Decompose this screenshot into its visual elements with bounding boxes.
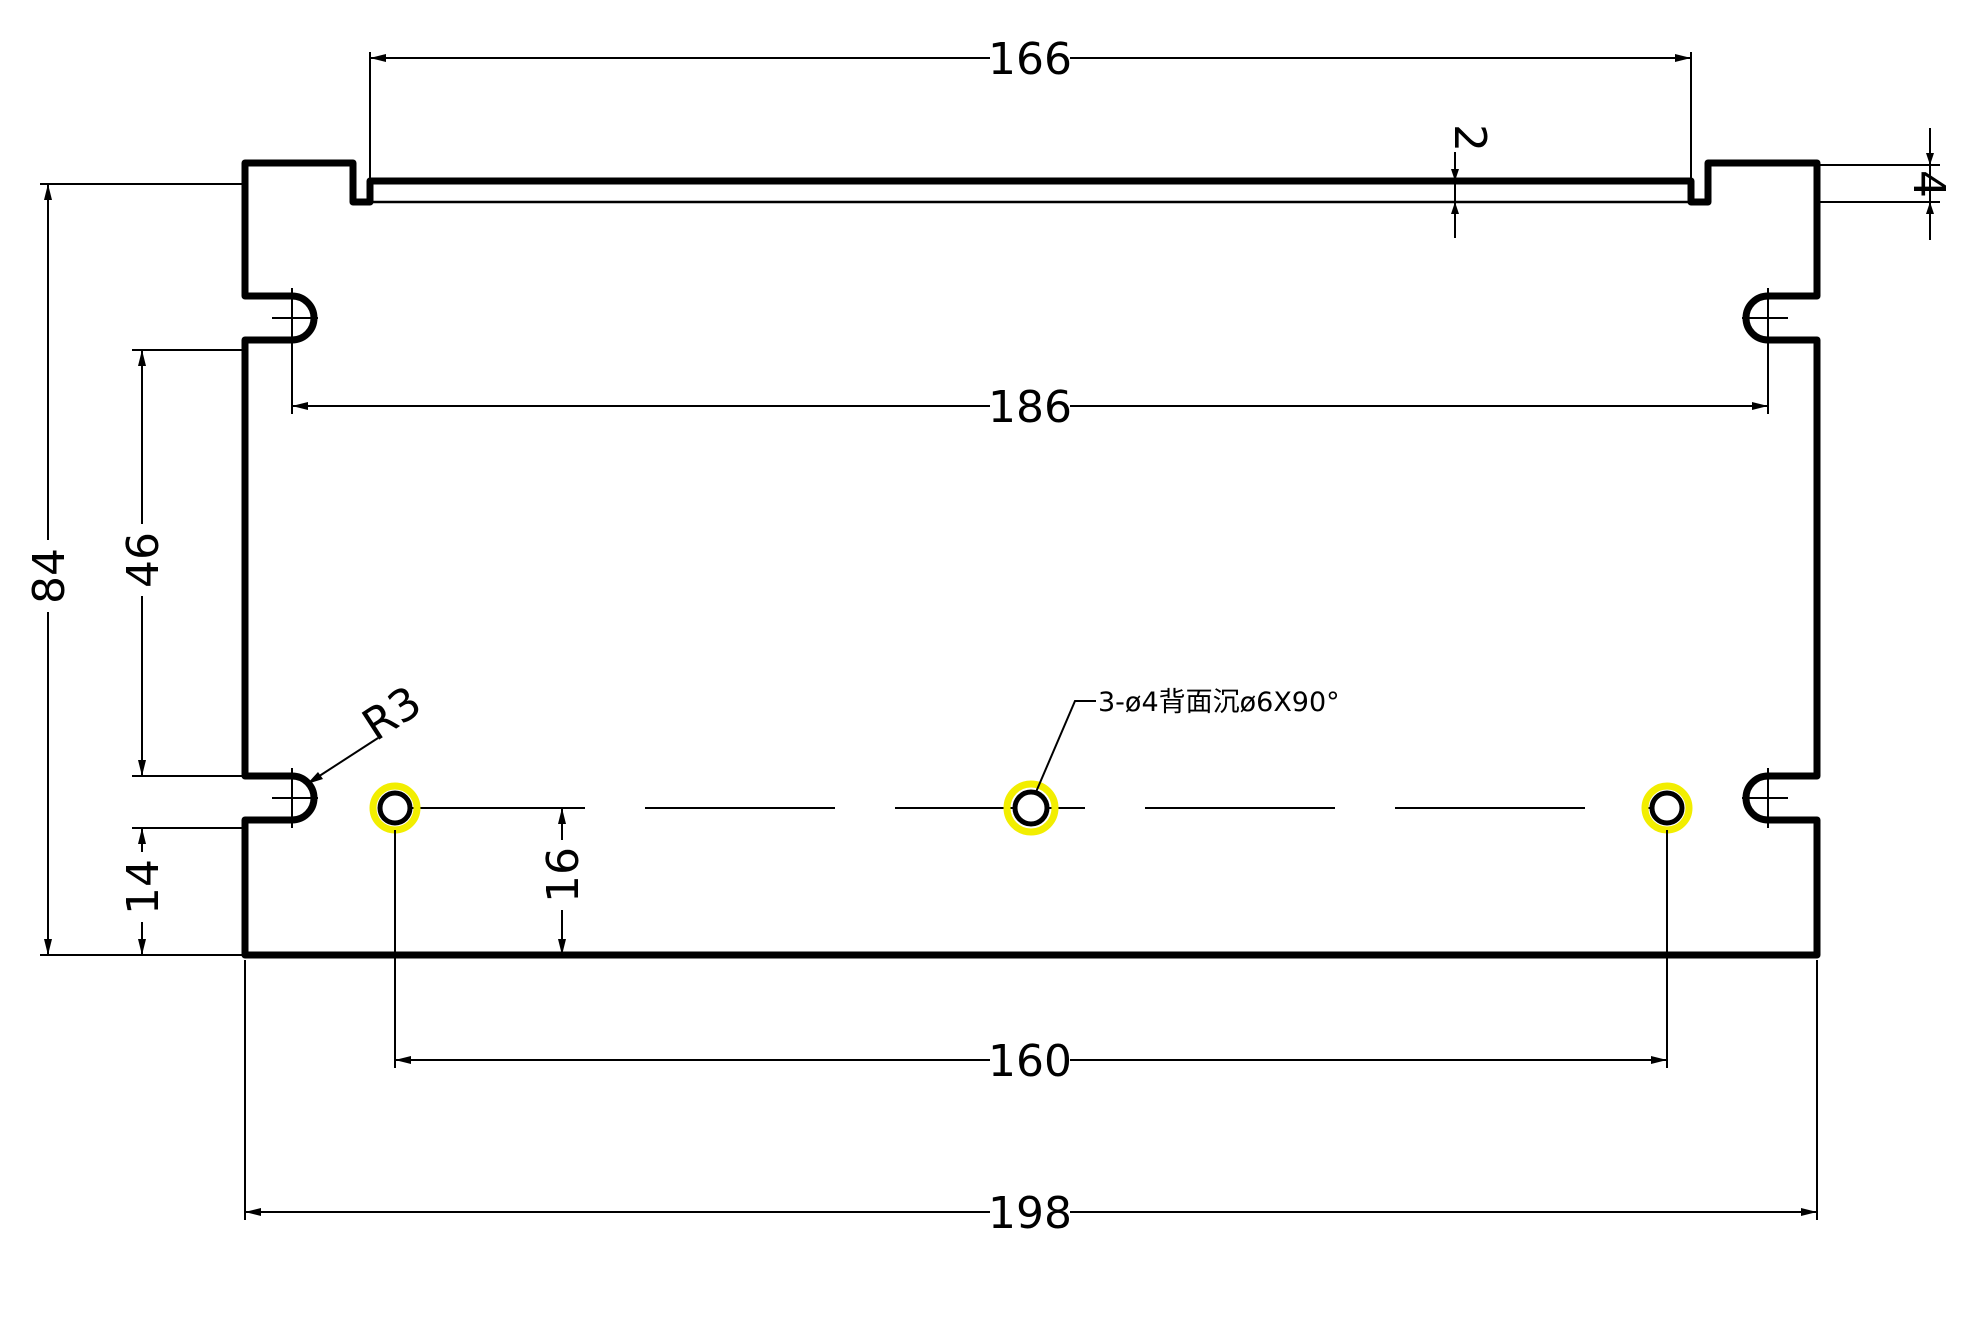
dim-bottom-offset-label: 14 [118, 859, 169, 915]
dim-top-width [369, 52, 1692, 200]
dim-groove-width [1817, 128, 1940, 240]
dim-overall-width [244, 960, 1818, 1220]
dim-hole-spacing-label: 160 [988, 1036, 1072, 1087]
hole-note-label: 3-ø4背面沉ø6X90° [1098, 687, 1340, 718]
dim-hole-height-label: 16 [538, 847, 589, 903]
radius-leader [306, 737, 379, 785]
dim-slot-span [291, 340, 1769, 414]
hole-center [1003, 780, 1059, 836]
hole-left [369, 782, 421, 834]
dim-groove-depth-label: 2 [1444, 124, 1495, 152]
slot-center-marks [272, 288, 1788, 828]
dim-overall-width-label: 198 [988, 1188, 1072, 1239]
dim-slot-span-label: 186 [988, 382, 1072, 433]
hole-right [1641, 782, 1693, 834]
dim-hole-spacing [394, 830, 1668, 1068]
dim-groove-depth [1440, 152, 1470, 238]
dim-top-width-label: 166 [988, 34, 1072, 85]
radius-label: R3 [354, 677, 431, 752]
dim-hole-height [558, 808, 566, 955]
dim-slot-pitch [132, 349, 245, 777]
dim-bottom-offset [132, 827, 245, 955]
dim-slot-pitch-label: 46 [118, 532, 169, 588]
part-outline [241, 159, 1821, 959]
dim-overall-height-label: 84 [24, 548, 75, 604]
dim-overall-height [40, 183, 245, 956]
hole-note-leader [1035, 700, 1096, 793]
dim-groove-width-label: 4 [1903, 170, 1954, 198]
